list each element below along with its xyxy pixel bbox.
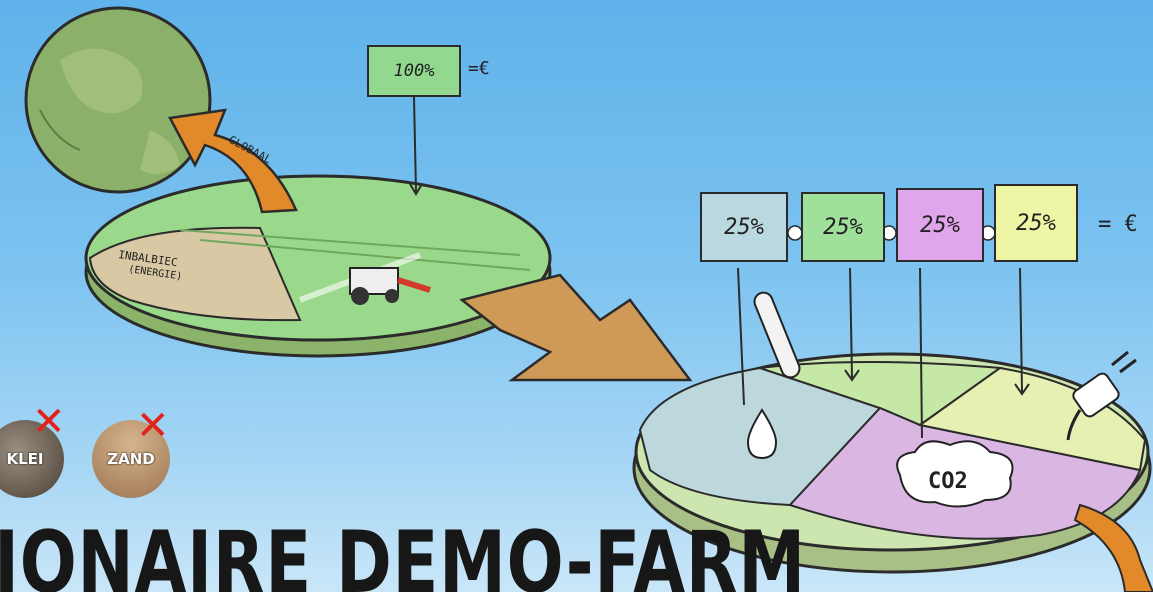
water-drop-icon [746,408,778,460]
clay-soil-icon: KLEI [0,420,64,498]
split-box-label: 25% [920,212,960,238]
top-pointer [413,96,417,193]
split-box-label: 25% [724,214,764,240]
thermometer-icon [753,291,801,379]
cross-mark-icon: ✕ [136,403,170,449]
split-box-co2: 25% [896,188,984,262]
outflow-arrow [1073,503,1153,592]
split-box-label: 25% [823,214,863,240]
split-box-biodiversity: 25% [801,192,885,262]
co2-cloud-icon [896,440,1014,508]
soil-badge-label: ZAND [107,450,155,468]
tractor-icon [349,267,431,305]
electric-plug-icon [1066,350,1137,441]
whole-farm-field [84,174,552,358]
split-connectors [787,225,996,241]
split-pointers [737,267,1030,439]
soil-badge-label: KLEI [6,450,44,468]
split-box-energy: 25% [994,184,1078,262]
cross-mark-icon: ✕ [32,399,66,445]
split-equals-label: = € [1098,212,1138,237]
globe-icon [24,6,212,194]
sand-soil-icon: ZAND [92,420,170,498]
split-box-water: 25% [700,192,788,262]
total-value-box: 100% [367,45,461,97]
transition-arrow [459,273,693,382]
co2-label: CO2 [928,469,968,494]
global-arrow [168,108,298,214]
split-box-label: 25% [1016,210,1056,236]
page-title: IONAIRE DEMO-FARM [0,513,806,592]
total-equals-label: =€ [468,58,490,79]
total-value-label: 100% [393,61,435,81]
